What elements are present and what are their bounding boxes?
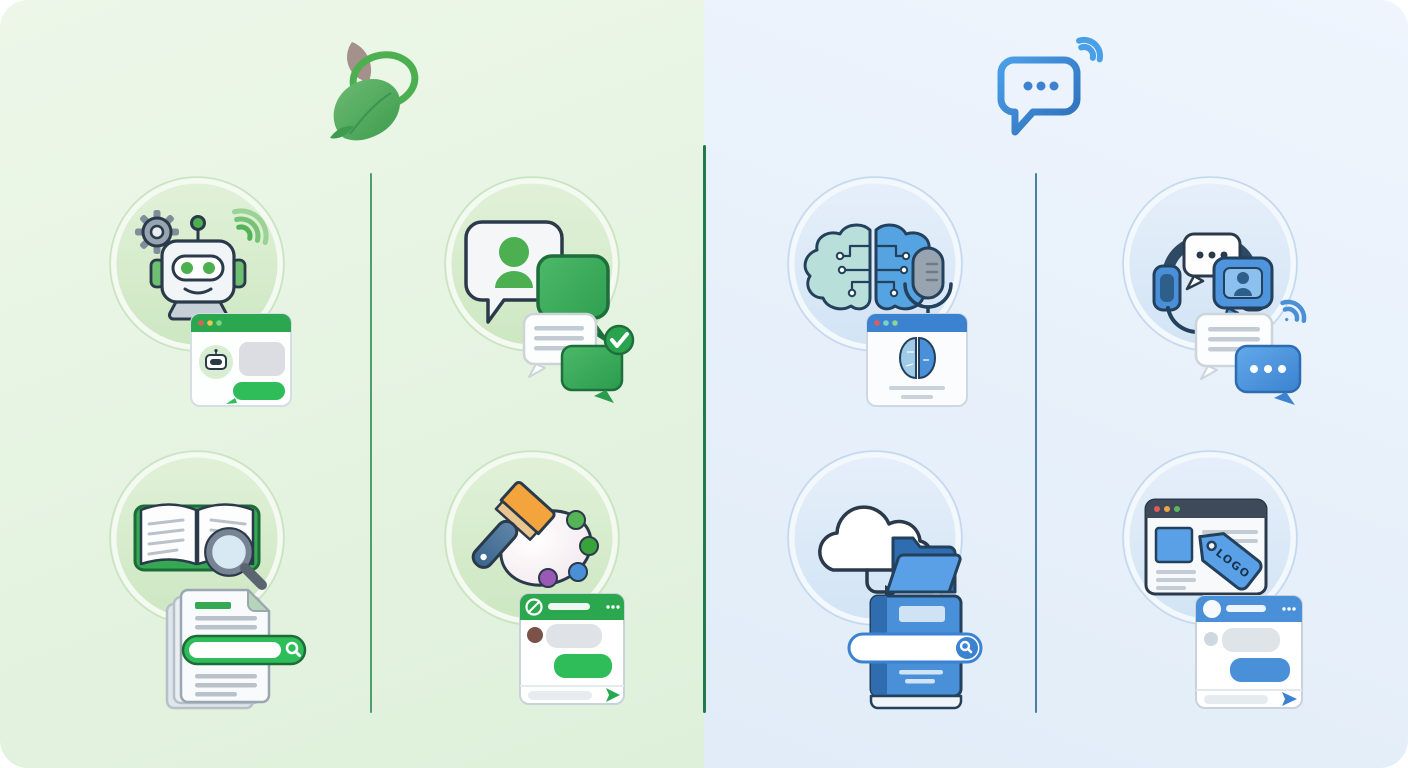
book-search-bar-card <box>847 594 983 710</box>
gear-icon <box>135 210 179 254</box>
feature-customization <box>444 450 625 705</box>
logo-leaf <box>333 79 400 141</box>
headset-chat-icon <box>1152 232 1274 337</box>
send-icon <box>606 688 620 702</box>
incoming-bubble <box>546 624 602 648</box>
mini-gray-bubble <box>239 342 285 376</box>
message-input-pill <box>528 691 592 700</box>
header-avatar <box>1203 600 1221 618</box>
feature-ai-voice <box>787 176 968 407</box>
document-title-bar <box>195 602 231 609</box>
paint-dot-darkgreen <box>579 536 599 556</box>
right-brand-logo <box>997 36 1104 136</box>
outgoing-bubble <box>1230 658 1290 682</box>
logo-chat-bubble <box>997 56 1081 136</box>
circuit-traces <box>840 244 906 294</box>
header-title-pill <box>1226 605 1266 612</box>
feature-knowledge <box>109 450 307 710</box>
feature-chatbot <box>109 176 292 407</box>
check-icon <box>610 332 629 348</box>
download-arrow <box>865 568 887 594</box>
header-avatar-icon <box>525 598 543 616</box>
user-avatar <box>527 627 543 643</box>
chat-window-card <box>1195 595 1303 709</box>
feature-live-support <box>1122 176 1307 405</box>
browser-logo-tag-icon: LOGO <box>1144 498 1268 596</box>
paintbrush <box>471 481 556 569</box>
paintbrush-palette-icon <box>471 481 599 588</box>
header-title-pill <box>548 603 590 610</box>
person-shoulders <box>495 271 533 288</box>
left-column-divider <box>370 173 372 713</box>
brain-browser-window-card <box>866 313 968 407</box>
feature-branding: LOGO <box>1122 450 1303 709</box>
open-book-magnifier-icon <box>133 503 267 590</box>
hero-image-block <box>1154 526 1194 564</box>
send-icon <box>1282 692 1297 706</box>
logo-leaf-flick <box>330 125 354 139</box>
folder-front <box>885 553 962 594</box>
circuit-nodes <box>835 251 911 298</box>
outgoing-bubble <box>554 654 612 678</box>
wifi-signal-icon <box>231 208 269 246</box>
user-chat-bubbles-icon <box>464 220 610 342</box>
message-input-pill <box>1204 695 1268 704</box>
book-label <box>899 606 945 622</box>
logo-price-tag: LOGO <box>1198 532 1263 591</box>
user-avatar <box>1204 632 1218 646</box>
center-divider <box>703 145 706 713</box>
search-icon <box>285 641 299 655</box>
book-pages <box>869 694 963 710</box>
documents-search-bar-card <box>165 588 307 710</box>
cloud-folder-icon <box>818 505 962 599</box>
mini-brain-right <box>918 336 936 380</box>
chat-browser-window-card <box>190 313 292 407</box>
person-head <box>499 237 529 267</box>
paint-dot-blue <box>568 562 588 582</box>
feature-conversations <box>444 176 635 403</box>
logo-bubble-dots <box>1023 81 1059 91</box>
feature-cloud-library <box>787 450 983 710</box>
robot-smile <box>183 287 213 295</box>
document-fold <box>247 589 270 612</box>
chat-bubbles-wifi-badge <box>1194 299 1307 405</box>
mini-green-bubble <box>233 382 285 400</box>
incoming-bubble <box>1222 628 1280 652</box>
green-badge-bubble <box>560 344 624 392</box>
left-brand-logo <box>330 42 419 141</box>
paint-dot-green <box>566 510 586 530</box>
paint-dot-purple <box>538 568 558 588</box>
mini-person-shoulders <box>1234 288 1252 296</box>
magnifier-lens <box>205 528 253 576</box>
mini-brain-left <box>899 336 917 380</box>
robot-visor <box>171 254 225 282</box>
right-column-divider <box>1035 173 1037 713</box>
browser-header <box>1146 500 1266 518</box>
magnifier-handle <box>240 563 267 590</box>
check-badge <box>603 324 635 356</box>
logo-wifi-icon <box>1076 36 1104 63</box>
verified-chat-bubbles-badge <box>522 312 635 403</box>
mini-person-head <box>1237 272 1249 284</box>
antenna-tip <box>190 215 206 231</box>
search-icon <box>959 640 971 652</box>
chat-window-card <box>519 593 625 705</box>
logo-leaf-vein <box>349 92 392 135</box>
wifi-signal-icon <box>1280 299 1307 324</box>
search-pill <box>847 632 983 664</box>
search-field <box>189 642 281 658</box>
